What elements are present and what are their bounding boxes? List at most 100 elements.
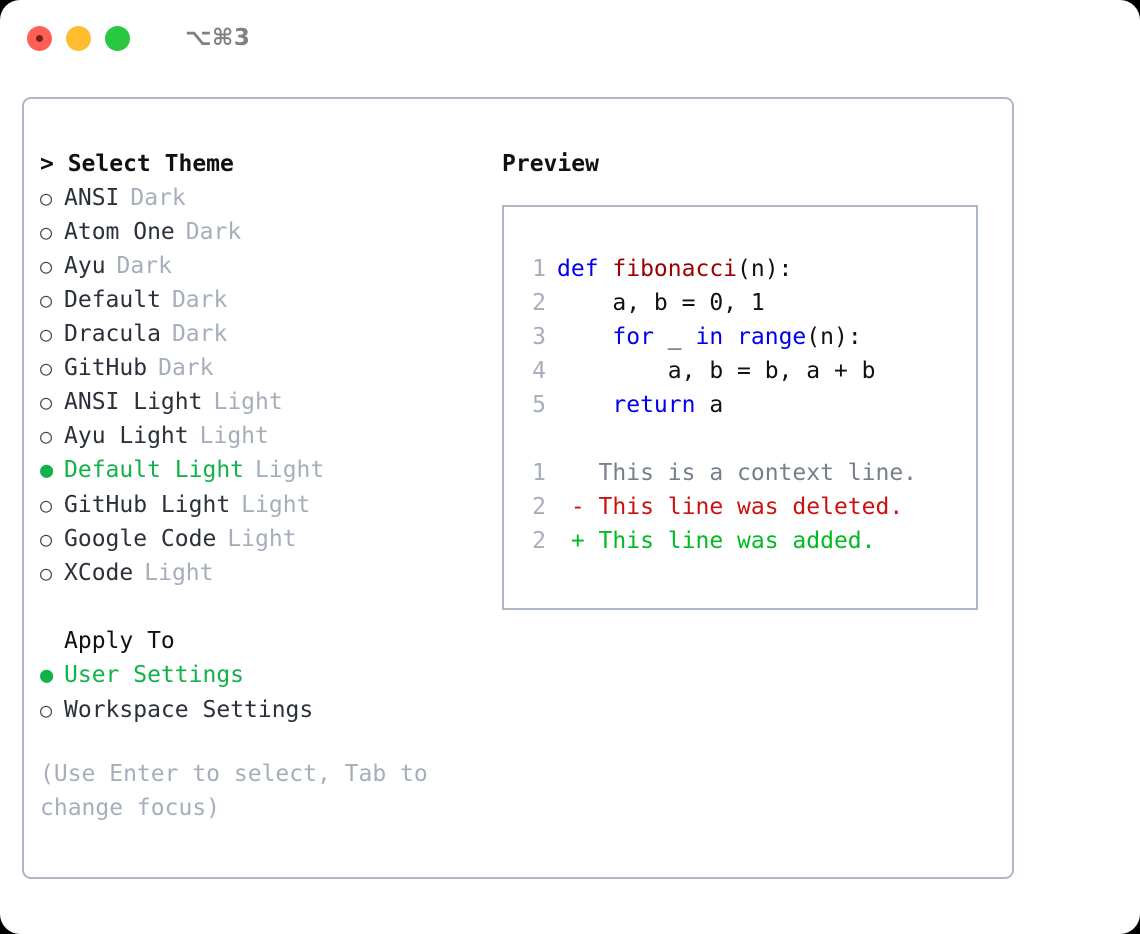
- radio-unselected-icon[interactable]: ○: [40, 527, 53, 551]
- traffic-light-buttons: [27, 25, 130, 51]
- code-token: for: [612, 324, 654, 350]
- theme-name-label: XCode: [64, 560, 134, 586]
- radio-unselected-icon[interactable]: ○: [40, 424, 53, 448]
- code-token: (n):: [737, 256, 793, 282]
- preview-title: Preview: [502, 151, 599, 177]
- apply-to-option-row[interactable]: ○ Workspace Settings: [40, 693, 490, 727]
- radio-unselected-icon[interactable]: ○: [40, 322, 53, 346]
- theme-option-row[interactable]: ○ GitHub Light Light: [40, 488, 490, 522]
- code-token: _: [653, 324, 696, 350]
- code-line-text: a, b = 0, 1: [557, 286, 765, 320]
- apply-to-option-row[interactable]: ● User Settings: [40, 658, 490, 693]
- theme-variant-label: Light: [227, 526, 297, 552]
- code-token: fibonacci: [612, 256, 738, 282]
- apply-to-options: ● User Settings ○ Workspace Settings: [40, 658, 490, 727]
- code-token: [557, 324, 612, 350]
- radio-unselected-icon[interactable]: ○: [40, 561, 53, 585]
- theme-name-label: GitHub Light: [64, 492, 231, 518]
- apply-to-label: Workspace Settings: [64, 697, 314, 723]
- theme-option-row[interactable]: ○ Atom One Dark: [40, 215, 490, 249]
- close-window-button[interactable]: [27, 25, 52, 51]
- maximize-window-button[interactable]: [105, 25, 130, 51]
- code-line-row: 4 a, b = b, a + b: [518, 354, 976, 388]
- line-number: 3: [532, 324, 546, 350]
- apply-to-label: User Settings: [64, 662, 245, 688]
- code-token: a, b = 0, 1: [557, 290, 765, 316]
- theme-option-row[interactable]: ○ ANSI Light Light: [40, 385, 490, 419]
- apply-to-title: Apply To: [64, 628, 175, 654]
- preview-gap: [518, 422, 976, 456]
- code-sample: 1 def fibonacci(n):2 a, b = 0, 1 3 for _ i…: [518, 252, 976, 422]
- theme-variant-label: Light: [241, 492, 311, 518]
- theme-name-label: Google Code: [64, 526, 217, 552]
- radio-unselected-icon[interactable]: ○: [40, 254, 53, 278]
- radio-unselected-icon[interactable]: ○: [40, 698, 53, 722]
- theme-option-row[interactable]: ○ GitHub Dark: [40, 351, 490, 385]
- code-line-row: 5 return a: [518, 388, 976, 422]
- radio-unselected-icon[interactable]: ○: [40, 186, 53, 210]
- theme-name-label: ANSI Light: [64, 389, 203, 415]
- code-token: range: [737, 324, 807, 350]
- theme-option-row[interactable]: ● Default Light Light: [40, 453, 490, 488]
- theme-name-label: Default: [64, 287, 161, 313]
- code-token: a, b = b, a + b: [557, 358, 876, 384]
- code-line-text: - This line was deleted.: [557, 490, 903, 524]
- minimize-window-button[interactable]: [66, 25, 91, 51]
- code-line-text: for _ in range(n):: [557, 320, 861, 354]
- theme-option-row[interactable]: ○ Google Code Light: [40, 522, 490, 556]
- radio-unselected-icon[interactable]: ○: [40, 220, 53, 244]
- diff-line-row: 1 This is a context line.: [518, 456, 976, 490]
- code-token: return: [612, 392, 696, 418]
- code-line-row: 2 a, b = 0, 1: [518, 286, 976, 320]
- theme-option-row[interactable]: ○ Ayu Light Light: [40, 419, 490, 453]
- code-line-text: def fibonacci(n):: [557, 252, 792, 286]
- theme-option-row[interactable]: ○ Default Dark: [40, 283, 490, 317]
- code-token: This is a context line.: [557, 460, 918, 486]
- radio-unselected-icon[interactable]: ○: [40, 356, 53, 380]
- code-token: in: [695, 324, 724, 350]
- theme-option-row[interactable]: ○ Ayu Dark: [40, 249, 490, 283]
- theme-name-label: Ayu: [64, 253, 106, 279]
- theme-name-label: GitHub: [64, 355, 148, 381]
- line-number: 1: [532, 460, 546, 486]
- code-line-text: This is a context line.: [557, 456, 918, 490]
- diff-line-row: 2 - This line was deleted.: [518, 490, 976, 524]
- theme-name-label: Dracula: [64, 321, 161, 347]
- radio-unselected-icon[interactable]: ○: [40, 288, 53, 312]
- theme-variant-label: Light: [199, 423, 269, 449]
- code-line-text: a, b = b, a + b: [557, 354, 876, 388]
- theme-variant-label: Light: [255, 457, 325, 483]
- radio-unselected-icon[interactable]: ○: [40, 390, 53, 414]
- theme-variant-label: Dark: [171, 287, 228, 313]
- line-number: 4: [532, 358, 546, 384]
- code-line-text: + This line was added.: [557, 524, 876, 558]
- theme-variant-label: Dark: [185, 219, 242, 245]
- line-number: 2: [532, 494, 546, 520]
- theme-name-label: Atom One: [64, 219, 175, 245]
- theme-variant-label: Dark: [158, 355, 214, 381]
- code-token: [723, 324, 737, 350]
- theme-variant-label: Light: [213, 389, 283, 415]
- code-token: [557, 392, 612, 418]
- radio-selected-icon[interactable]: ●: [40, 663, 54, 688]
- keyboard-shortcut-label: ⌥⌘3: [185, 25, 251, 51]
- code-token: a: [695, 392, 724, 418]
- code-line-text: return a: [557, 388, 723, 422]
- theme-name-label: Ayu Light: [64, 423, 189, 449]
- theme-name-label: Default Light: [64, 457, 245, 483]
- theme-variant-label: Dark: [116, 253, 172, 279]
- line-number: 5: [532, 392, 546, 418]
- radio-selected-icon[interactable]: ●: [40, 458, 54, 483]
- radio-unselected-icon[interactable]: ○: [40, 493, 53, 517]
- line-number: 1: [532, 256, 546, 282]
- keyboard-hint-text: (Use Enter to select, Tab to change focu…: [40, 761, 428, 821]
